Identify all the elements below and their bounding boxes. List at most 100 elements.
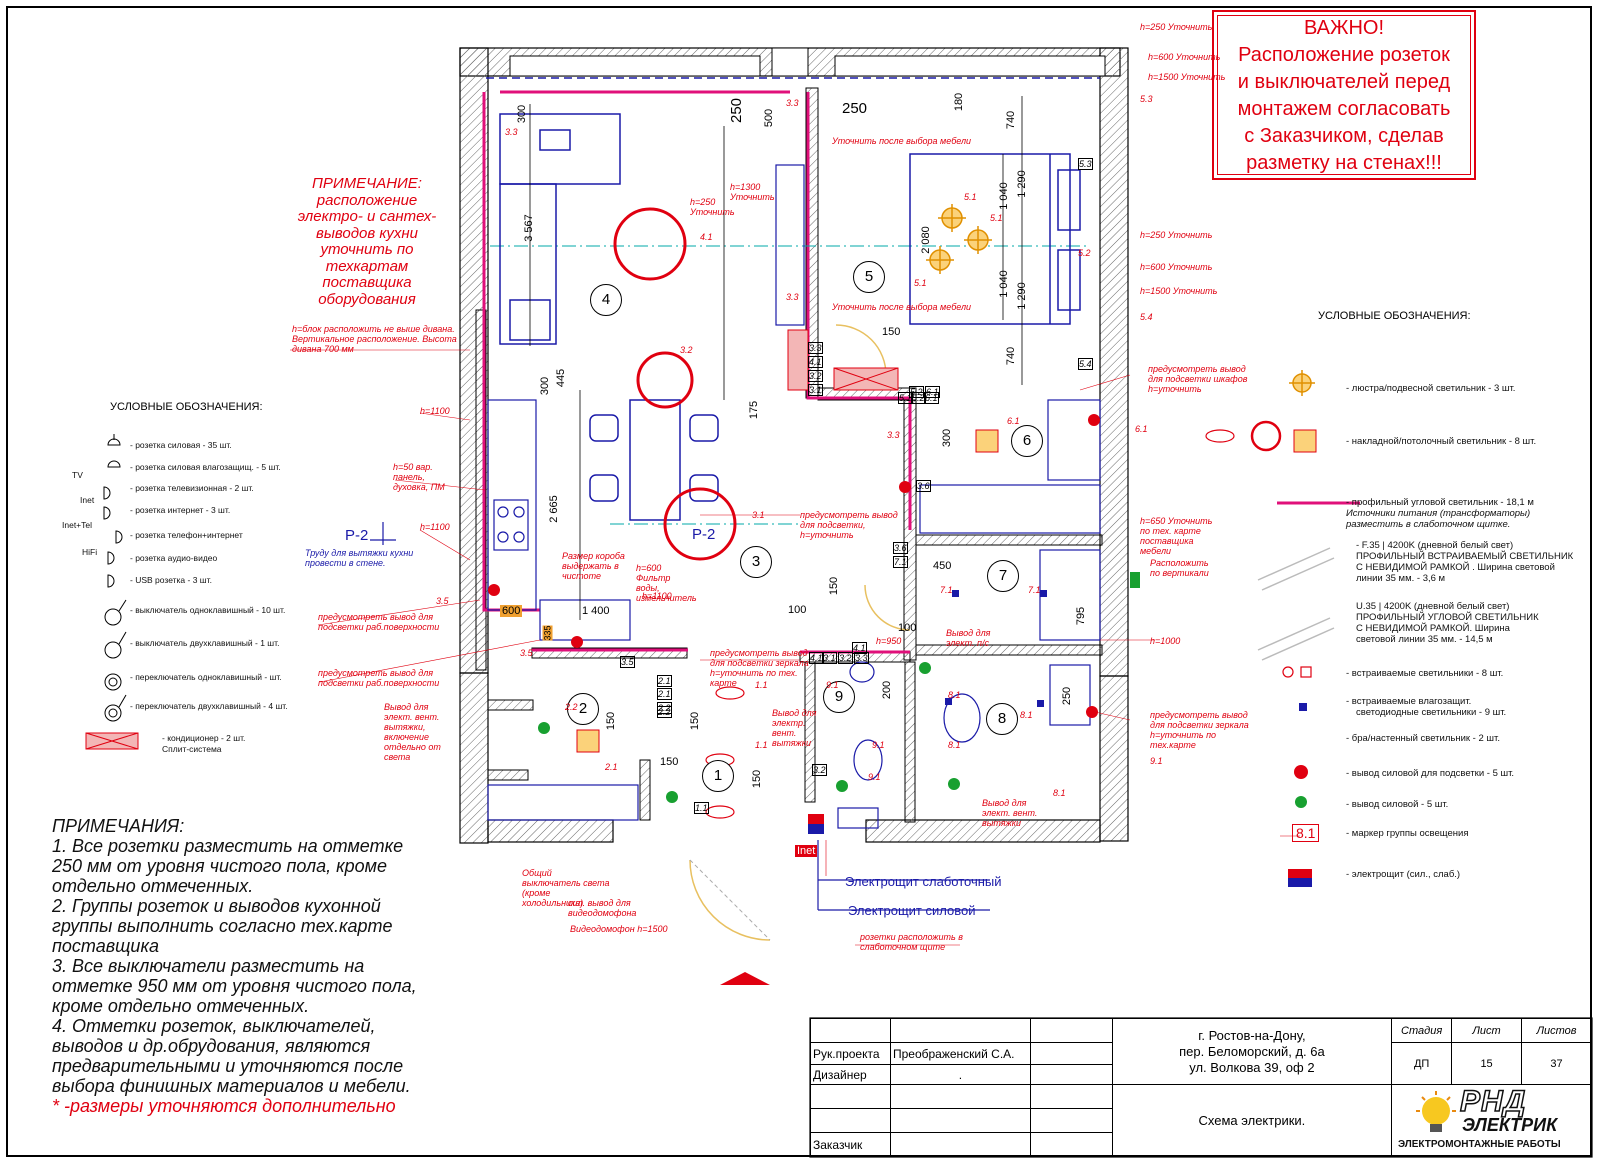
note-tag: сил. вывод для видеодомофона bbox=[568, 898, 637, 918]
legend-item: - выключатель одноклавишный - 10 шт. bbox=[130, 605, 286, 615]
legend-right-item: - вывод силовой - 5 шт. bbox=[1346, 799, 1449, 810]
stage-value: ДП bbox=[1391, 1042, 1453, 1085]
height-tag: h=50 вар. панель, духовка, ПМ bbox=[393, 462, 445, 492]
group-marker: 3.6 bbox=[916, 480, 931, 492]
legend-item: Сплит-система bbox=[162, 744, 222, 754]
group-marker: 2.1 bbox=[657, 688, 672, 700]
group-marker: 3.3 bbox=[786, 98, 799, 108]
section-label: P-2 bbox=[345, 527, 369, 544]
note-tag: Уточнить после выбора мебели bbox=[832, 302, 972, 312]
legend-prefix: TV bbox=[72, 470, 83, 480]
group-marker: 8.1 bbox=[948, 740, 961, 750]
role-label bbox=[810, 1108, 891, 1133]
kitchen-note-line: электро- и сантех- bbox=[297, 208, 437, 225]
group-marker: 8.1 bbox=[1020, 710, 1033, 720]
important-line: монтажем согласовать bbox=[1237, 98, 1451, 120]
group-marker: 5.2 bbox=[1078, 248, 1091, 258]
kitchen-note-line: выводов кухни bbox=[315, 224, 419, 242]
note-line: предварительными и уточняются после bbox=[52, 1056, 404, 1076]
legend-right-item: - бра/настенный светильник - 2 шт. bbox=[1346, 733, 1500, 744]
section-label: P-2 bbox=[692, 526, 716, 543]
dimension: 300 bbox=[539, 376, 552, 396]
group-marker: 1.1 bbox=[755, 740, 768, 750]
note-tag: Труду для вытяжки кухни провести в стене… bbox=[305, 548, 414, 568]
note-tag: Размер короба выдержать в чистоте bbox=[562, 551, 625, 581]
logo-sub: ЭЛЕКТРИК bbox=[1462, 1115, 1558, 1135]
dimension: 175 bbox=[748, 400, 761, 420]
group-marker: 7.1 bbox=[1028, 585, 1041, 595]
group-marker: 5.1 bbox=[990, 213, 1003, 223]
legend-right-item: светодиодные светильники - 9 шт. bbox=[1356, 707, 1507, 718]
note-tag: предусмотреть вывод для подсветки шкафов… bbox=[1148, 364, 1248, 394]
kitchen-note: ПРИМЕЧАНИЕ: расположение электро- и сант… bbox=[282, 175, 452, 308]
room-number: 3 bbox=[740, 546, 772, 578]
height-tag: h=1000 bbox=[1150, 636, 1181, 646]
dimension: 100 bbox=[898, 622, 917, 634]
legend-item: - кондиционер - 2 шт. bbox=[162, 733, 246, 743]
dimension: 2 665 bbox=[547, 495, 560, 523]
important-title: ВАЖНО! bbox=[1303, 17, 1385, 39]
room-number: 6 bbox=[1011, 425, 1043, 457]
group-marker: 3.2 bbox=[838, 652, 853, 664]
important-line: с Заказчиком, сделав bbox=[1244, 125, 1444, 147]
role-label bbox=[810, 1084, 891, 1109]
height-tag: h=600 Фильтр воды, измельчитель bbox=[636, 563, 697, 603]
group-marker: 2.2 bbox=[565, 702, 578, 712]
kitchen-note-line: расположение bbox=[316, 191, 418, 209]
note-tag: Уточнить после выбора мебели bbox=[832, 136, 972, 146]
dimension: 1 040 bbox=[997, 182, 1010, 210]
note-line: отметке 950 мм от уровня чистого пола, bbox=[52, 976, 417, 996]
legend-right-item: - люстра/подвесной светильник - 3 шт. bbox=[1346, 383, 1516, 394]
group-marker: 3.2 bbox=[680, 345, 693, 355]
dimension: 200 bbox=[881, 680, 894, 700]
sheets-header: Листов bbox=[1521, 1018, 1592, 1043]
dimension: 180 bbox=[953, 92, 966, 112]
important-line: Расположение розеток bbox=[1238, 44, 1450, 66]
role-name bbox=[889, 1108, 1031, 1133]
room-number: 7 bbox=[987, 560, 1019, 592]
note-tag: Вывод для элект. п/с bbox=[946, 628, 991, 648]
group-marker: 3.3 bbox=[786, 292, 799, 302]
role-label: Дизайнер bbox=[810, 1064, 891, 1085]
dimension: 600 bbox=[500, 605, 523, 617]
group-marker: 4.1 bbox=[809, 652, 824, 664]
note-tag: Вывод для электр. вент. вытяжки bbox=[772, 708, 817, 748]
group-marker: 9.1 bbox=[826, 680, 839, 690]
dimension: 150 bbox=[660, 756, 679, 768]
dimension: 150 bbox=[605, 711, 618, 731]
dimension: 1 400 bbox=[582, 605, 610, 617]
sheet-value: 15 bbox=[1451, 1042, 1523, 1085]
room-number: 9 bbox=[823, 681, 855, 713]
note-tag: предусмотреть вывод для подсветки, h=уто… bbox=[800, 510, 898, 540]
legend-right-item: световой линии 35 мм. - 14,5 м bbox=[1356, 634, 1493, 645]
legend-right-item: С НЕВИДИМОЙ РАМКОЙ. Ширина bbox=[1356, 623, 1510, 634]
group-marker: 3.2 bbox=[812, 764, 827, 776]
lightbulb-icon bbox=[1416, 1091, 1456, 1132]
legend-left-title: УСЛОВНЫЕ ОБОЗНАЧЕНИЯ: bbox=[110, 401, 263, 413]
legend-right-item: - встраиваемые влагозащит. bbox=[1346, 696, 1472, 707]
group-marker: 3.5 bbox=[436, 596, 449, 606]
group-marker: 2.2 bbox=[657, 702, 672, 714]
role-name: Преображенский С.А. bbox=[889, 1042, 1031, 1065]
note-line: 3. Все выключатели разместить на bbox=[52, 956, 365, 976]
height-tag: h=1100 bbox=[642, 591, 672, 601]
inet-label: Inet bbox=[795, 845, 818, 857]
legend-right-item: ПРОФИЛЬНЫЙ ВСТРАИВАЕМЫЙ СВЕТИЛЬНИК bbox=[1356, 551, 1574, 562]
dimension: 740 bbox=[1005, 110, 1018, 130]
dining-table bbox=[589, 399, 719, 521]
group-marker: 6.1 bbox=[924, 392, 939, 404]
group-marker: 3.2 bbox=[808, 370, 823, 382]
dimension: 150 bbox=[689, 711, 702, 731]
height-tag: h=250 Уточнить bbox=[1140, 230, 1213, 240]
role-name bbox=[889, 1132, 1031, 1157]
sofa bbox=[499, 113, 621, 345]
legend-item: - переключатель двухклавишный - 4 шт. bbox=[130, 701, 288, 711]
group-marker: 5.1 bbox=[964, 192, 977, 202]
group-marker: 8.1 bbox=[1053, 788, 1066, 798]
sheet-header: Лист bbox=[1451, 1018, 1523, 1043]
note-tag: предусмотреть вывод для подсветки зеркал… bbox=[1150, 710, 1249, 750]
note-line: 2. Группы розеток и выводов кухонной bbox=[52, 896, 381, 916]
group-marker: 4.1 bbox=[808, 356, 823, 368]
dimension: 250 bbox=[728, 97, 746, 124]
note-tag: предусмотреть вывод для подсветки раб.по… bbox=[318, 612, 440, 632]
